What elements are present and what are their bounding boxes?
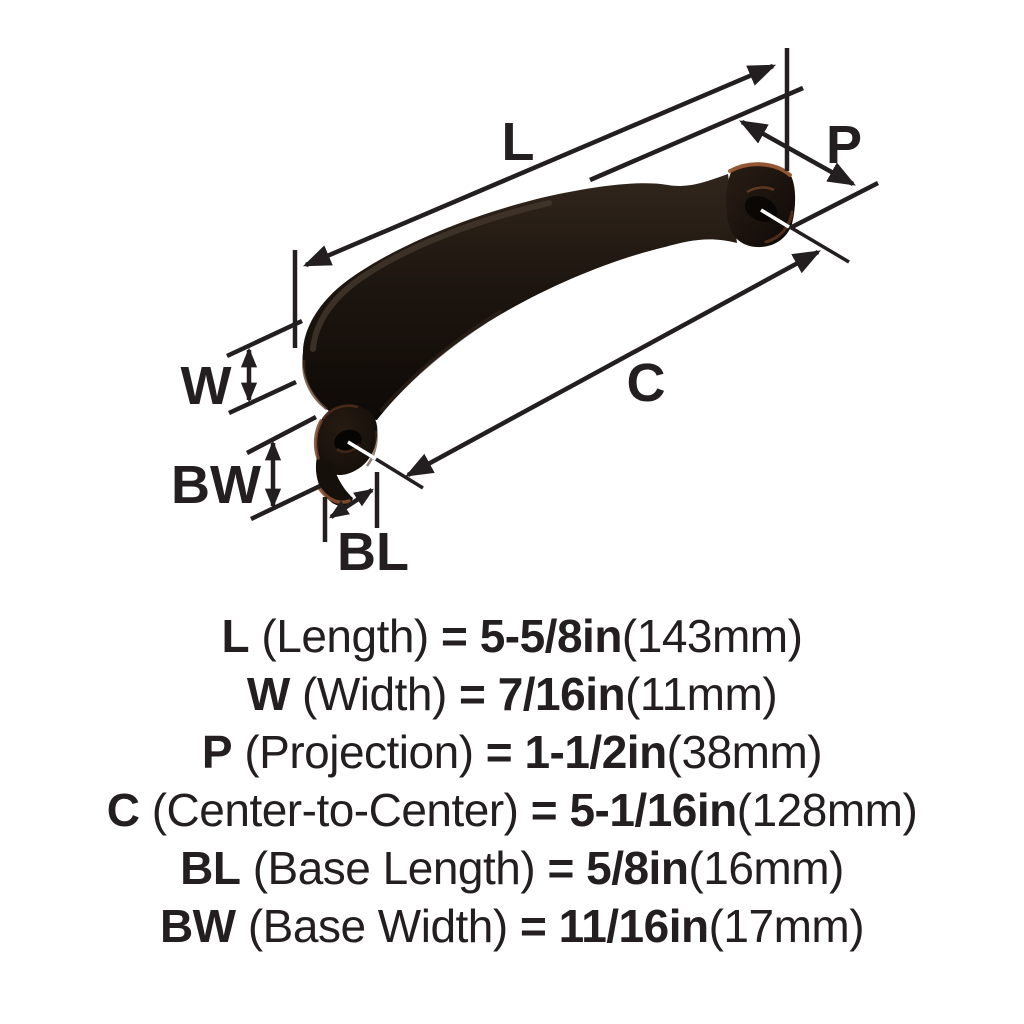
spec-name: (Projection)	[232, 726, 486, 778]
dim-line-C	[405, 250, 821, 477]
base-top-bronze-rim	[321, 404, 359, 420]
spec-value: = 1-1/2in	[485, 726, 667, 778]
spec-metric: (16mm)	[688, 842, 844, 894]
spec-value: = 5-5/8in	[441, 610, 622, 662]
dim-line-P	[739, 120, 856, 186]
spec-abbr: W	[246, 668, 290, 720]
spec-abbr: L	[221, 610, 250, 662]
handle	[302, 162, 796, 506]
ext-line-width-upper	[226, 318, 303, 359]
dim-line-L	[302, 63, 777, 268]
spec-list: L (Length) = 5-5/8in(143mm)W (Width) = 7…	[0, 607, 1024, 955]
ext-line-center-left-overlay	[347, 440, 377, 461]
spec-metric: (143mm)	[621, 610, 803, 662]
ext-line-projection-lower	[788, 180, 880, 231]
ext-line-center-right-overlay	[760, 208, 790, 229]
spec-metric: (128mm)	[736, 784, 918, 836]
spec-name: (Width)	[289, 668, 460, 720]
ext-line-basewidth-upper	[245, 415, 318, 455]
spec-metric: (11mm)	[625, 668, 778, 720]
handle-end-cap	[726, 162, 796, 248]
base-left-bronze-rim	[313, 419, 323, 460]
dimension-labels: L P W C BW BL	[171, 112, 862, 582]
spec-row-L: L (Length) = 5-5/8in(143mm)	[0, 607, 1024, 665]
dim-label-width: W	[181, 356, 232, 416]
spec-row-P: P (Projection) = 1-1/2in(38mm)	[0, 723, 1024, 781]
spec-metric: (17mm)	[708, 900, 865, 952]
ext-line-basewidth-lower	[250, 483, 321, 522]
spec-name: (Base Length)	[240, 842, 548, 894]
ext-line-projection-upper	[589, 85, 804, 183]
dim-line-BL	[329, 488, 374, 519]
ext-line-width-lower	[228, 379, 297, 416]
spec-name: (Base Width)	[235, 900, 520, 952]
dimension-lines	[226, 48, 880, 542]
spec-row-BW: BW (Base Width) = 11/16in(17mm)	[0, 897, 1024, 955]
spec-metric: (38mm)	[666, 726, 823, 778]
base-right-edge	[365, 430, 378, 467]
spec-row-C: C (Center-to-Center) = 5-1/16in(128mm)	[0, 781, 1024, 839]
spec-row-BL: BL (Base Length) = 5/8in(16mm)	[0, 839, 1024, 897]
spec-value: = 11/16in	[520, 900, 709, 952]
spec-abbr: P	[201, 726, 233, 778]
dim-label-length: L	[502, 112, 535, 172]
spec-value: = 5/8in	[547, 842, 689, 894]
spec-abbr: BW	[159, 900, 236, 952]
dim-label-baselength: BL	[337, 522, 409, 582]
dim-label-projection: P	[826, 115, 862, 175]
grip-left-bronze-edge	[302, 359, 328, 411]
spec-row-W: W (Width) = 7/16in(11mm)	[0, 665, 1024, 723]
spec-value: = 7/16in	[459, 668, 626, 720]
spec-name: (Length)	[249, 610, 442, 662]
spec-value: = 5-1/16in	[530, 784, 737, 836]
spec-abbr: BL	[180, 842, 241, 894]
spec-name: (Center-to-Center)	[139, 784, 531, 836]
dim-label-center: C	[627, 353, 666, 413]
dim-label-basewidth: BW	[171, 455, 261, 515]
spec-abbr: C	[106, 784, 140, 836]
